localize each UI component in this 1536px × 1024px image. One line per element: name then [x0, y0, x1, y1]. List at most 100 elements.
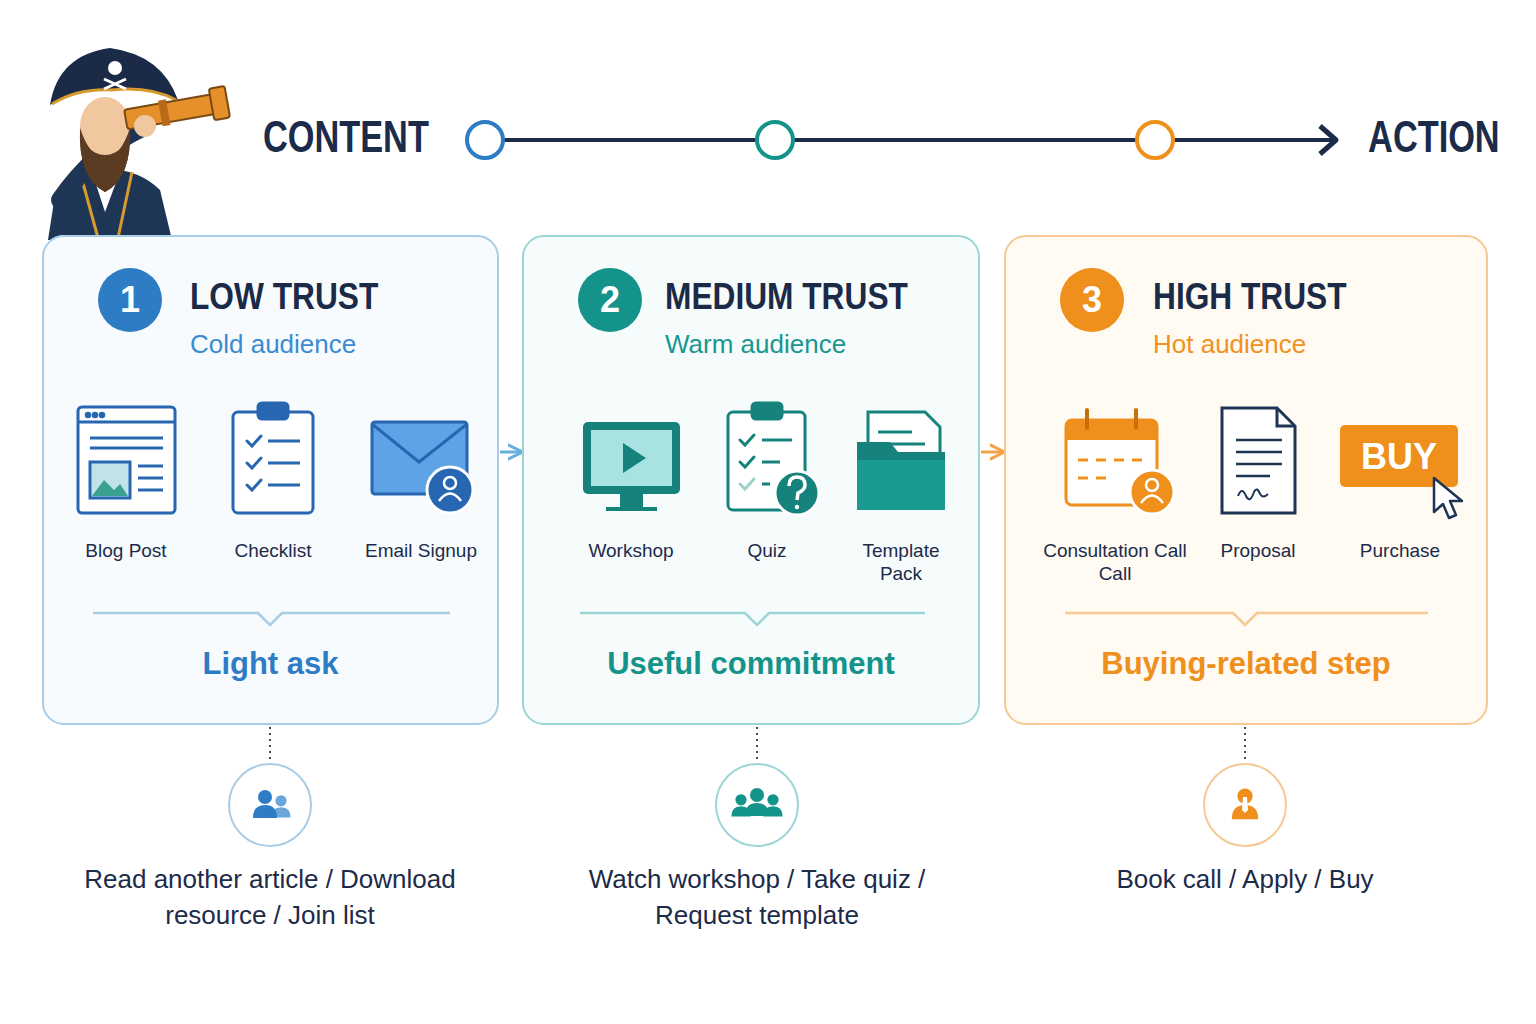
icon-label: Blog Post — [61, 539, 191, 562]
checklist-icon-part — [268, 441, 300, 485]
proposal-icon-part — [1238, 489, 1268, 499]
blog-post-icon-part — [92, 480, 128, 496]
workshop-icon — [583, 422, 680, 509]
workshop-icon-part — [591, 430, 672, 486]
dotted-leader — [269, 727, 271, 761]
email-icon — [372, 422, 473, 513]
stage-heading: HIGH TRUST — [1153, 277, 1347, 317]
email-icon-part — [427, 467, 473, 513]
consultation-call-icon-part — [1146, 479, 1158, 491]
stage-tagline: Useful commitment — [524, 646, 978, 682]
template-pack-icon-part — [857, 460, 945, 510]
pirate-illustration-part-part — [158, 99, 170, 126]
quiz-icon-part — [740, 435, 754, 467]
quiz-icon-part — [752, 403, 782, 419]
consultation-call-icon-part — [1078, 460, 1142, 478]
quiz-icon-part — [775, 471, 819, 515]
pirate-illustration-part — [50, 48, 178, 105]
trust-stage-panel: MEDIUM TRUST Warm audienceUseful commitme… — [522, 235, 980, 725]
template-pack-icon-part — [857, 442, 945, 510]
proposal-icon-part — [1236, 440, 1282, 476]
dotted-leader — [756, 727, 758, 761]
person-head — [275, 795, 286, 806]
dotted-leader — [1244, 727, 1246, 761]
callout-number-text: 2 — [578, 268, 642, 332]
panel-ground — [42, 235, 1488, 725]
buy-button-icon — [1340, 425, 1462, 518]
panel-ground-part — [42, 235, 499, 725]
panel-ground-part — [1004, 235, 1488, 725]
callout-number-text: 1 — [98, 268, 162, 332]
pirate-illustration — [48, 48, 230, 240]
next-step-text: Read another article / Download resource… — [75, 861, 465, 933]
button-text: BUY — [1340, 436, 1458, 478]
timeline-part — [1320, 126, 1336, 154]
trust-stage-panel: LOW TRUSTCold audienceLight ask1 — [42, 235, 499, 725]
pirate-illustration-part-part — [209, 86, 230, 120]
divider — [93, 613, 1428, 625]
person-head — [750, 788, 764, 802]
audience-subtitle: Hot audience — [1153, 329, 1306, 359]
icon-label: Quiz — [712, 539, 822, 562]
divider-part — [1065, 613, 1428, 625]
callout-number: 3 — [1060, 268, 1124, 332]
pirate-illustration-part — [52, 89, 176, 104]
buy-button-icon-part — [1340, 425, 1458, 487]
consultation-call-icon-part — [1087, 410, 1136, 428]
quiz-icon — [728, 403, 819, 515]
next-step-text: Book call / Apply / Buy — [1050, 861, 1440, 897]
icon-label: Checklist — [208, 539, 338, 562]
audience-subtitle: Cold audience — [190, 329, 356, 359]
consultation-call-icon-part — [1141, 496, 1163, 504]
blog-post-icon-part — [93, 413, 97, 417]
workshop-icon-part — [606, 494, 657, 509]
icon-label: Purchase — [1340, 539, 1460, 562]
person-tie — [1242, 797, 1248, 813]
blog-post-icon-part — [78, 421, 175, 424]
flow-start-label: CONTENT — [263, 111, 429, 163]
pirate-illustration-part — [134, 115, 156, 137]
blog-post-icon-part — [138, 466, 163, 490]
next-step-circle: Read another article / Download resource… — [228, 763, 312, 847]
timeline — [467, 122, 1336, 158]
consultation-call-icon-part — [1066, 420, 1157, 440]
timeline-part — [757, 122, 793, 158]
email-icon-part — [444, 477, 456, 489]
consultation-call-icon — [1066, 410, 1174, 514]
next-step-text: Watch workshop / Take quiz / Request tem… — [562, 861, 952, 933]
stage-arrow — [500, 451, 521, 454]
person-head — [735, 794, 746, 805]
person-head — [258, 790, 272, 804]
quiz-icon-part — [740, 479, 754, 489]
timeline-part — [1137, 122, 1173, 158]
timeline-part — [503, 138, 1335, 142]
callout-number: 1 — [98, 268, 162, 332]
icon-label: Workshop — [566, 539, 696, 562]
blog-post-icon-part — [78, 407, 175, 513]
consultation-call-icon-part — [1130, 470, 1174, 514]
blog-post-icon — [78, 407, 175, 513]
proposal-icon — [1222, 408, 1295, 513]
pirate-illustration-part — [80, 128, 130, 192]
checklist-icon-part — [258, 403, 288, 419]
stage-heading: LOW TRUST — [190, 277, 378, 317]
blog-post-icon-part — [86, 413, 90, 417]
stage-arrow — [981, 451, 1003, 454]
icon-label: Consultation Call Call — [1028, 539, 1203, 585]
quiz-icon-part — [795, 505, 799, 509]
proposal-icon-part — [1277, 408, 1295, 426]
audience-subtitle: Warm audience — [665, 329, 846, 359]
checklist-icon-part — [247, 436, 261, 490]
callout-number-text: 3 — [1060, 268, 1124, 332]
person-body — [253, 805, 277, 818]
stage-heading: MEDIUM TRUST — [665, 277, 908, 317]
checklist-icon — [233, 403, 313, 513]
icon-label: Proposal — [1198, 539, 1318, 562]
blog-post-icon-part — [100, 413, 104, 417]
icon-label: Email Signup — [351, 539, 491, 562]
next-step-circle: Book call / Apply / Buy — [1203, 763, 1287, 847]
callout-number: 2 — [578, 268, 642, 332]
pirate-illustration-part — [108, 61, 122, 75]
pirate-illustration-part — [104, 79, 126, 89]
